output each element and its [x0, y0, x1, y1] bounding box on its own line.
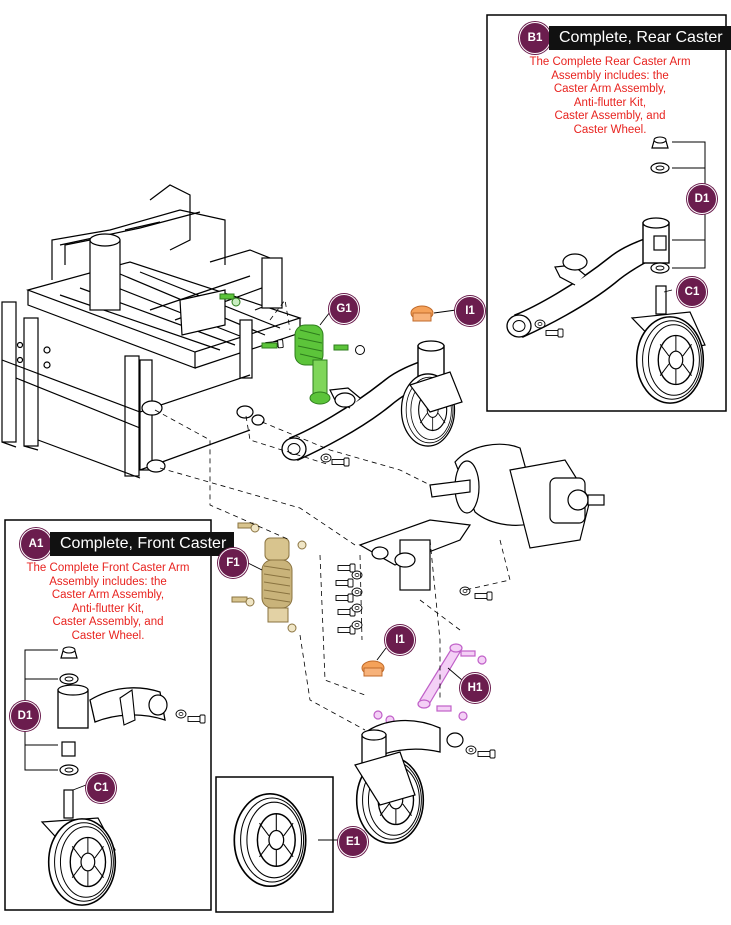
motor-gearbox	[358, 443, 605, 591]
assembly-guide-lines	[154, 299, 511, 731]
rear-d-callout: D1	[687, 184, 717, 214]
rear-desc-line: Assembly includes: the	[551, 69, 669, 82]
main-front-caster-assembly	[354, 719, 496, 844]
rear-desc-line: Anti-flutter Kit,	[573, 96, 647, 109]
front-box-description: The Complete Front Caster Arm Assembly i…	[15, 562, 201, 643]
wheel-box	[215, 776, 334, 913]
front-d-callout: D1	[10, 701, 40, 731]
front-box-parts	[24, 646, 206, 906]
f1-callout: F1	[218, 548, 248, 578]
front-box-title: Complete, Front Caster	[50, 532, 235, 556]
front-desc-line: Assembly includes: the	[49, 575, 167, 588]
rear-box-title: Complete, Rear Caster	[549, 26, 731, 50]
shock-absorber-tan	[231, 522, 307, 633]
chassis-frame	[1, 184, 302, 479]
rear-desc-line: Caster Assembly, and	[554, 110, 666, 122]
front-box-callout: A1	[20, 528, 52, 560]
callout-leaders	[72, 289, 673, 841]
g1-callout: G1	[329, 294, 359, 324]
i1-bottom-callout: I1	[385, 625, 415, 655]
front-desc-line: Caster Arm Assembly,	[51, 589, 165, 601]
front-desc-line: Anti-flutter Kit,	[71, 602, 145, 615]
rear-desc-line: Caster Arm Assembly,	[553, 83, 667, 95]
caster-wheel	[233, 792, 307, 888]
front-caster-box	[4, 519, 212, 911]
rear-caster-box	[486, 14, 727, 412]
h1-callout: H1	[460, 673, 490, 703]
i1-top-callout: I1	[455, 296, 485, 326]
rear-c-callout: C1	[677, 277, 707, 307]
front-desc-line: Caster Assembly, and	[52, 616, 164, 628]
rear-box-description: The Complete Rear Caster Arm Assembly in…	[515, 56, 705, 137]
shock-absorber-green	[219, 293, 365, 405]
front-c-callout: C1	[86, 773, 116, 803]
rear-desc-line: Caster Wheel.	[573, 123, 647, 136]
rear-box-parts	[506, 136, 706, 404]
wheel-box-callout: E1	[338, 827, 368, 857]
front-desc-line: The Complete Front Caster Arm	[26, 562, 190, 574]
front-desc-line: Caster Wheel.	[71, 629, 145, 642]
rear-desc-line: The Complete Rear Caster Arm	[529, 56, 691, 68]
main-rear-caster-assembly	[281, 340, 463, 467]
rear-box-callout: B1	[519, 22, 551, 54]
